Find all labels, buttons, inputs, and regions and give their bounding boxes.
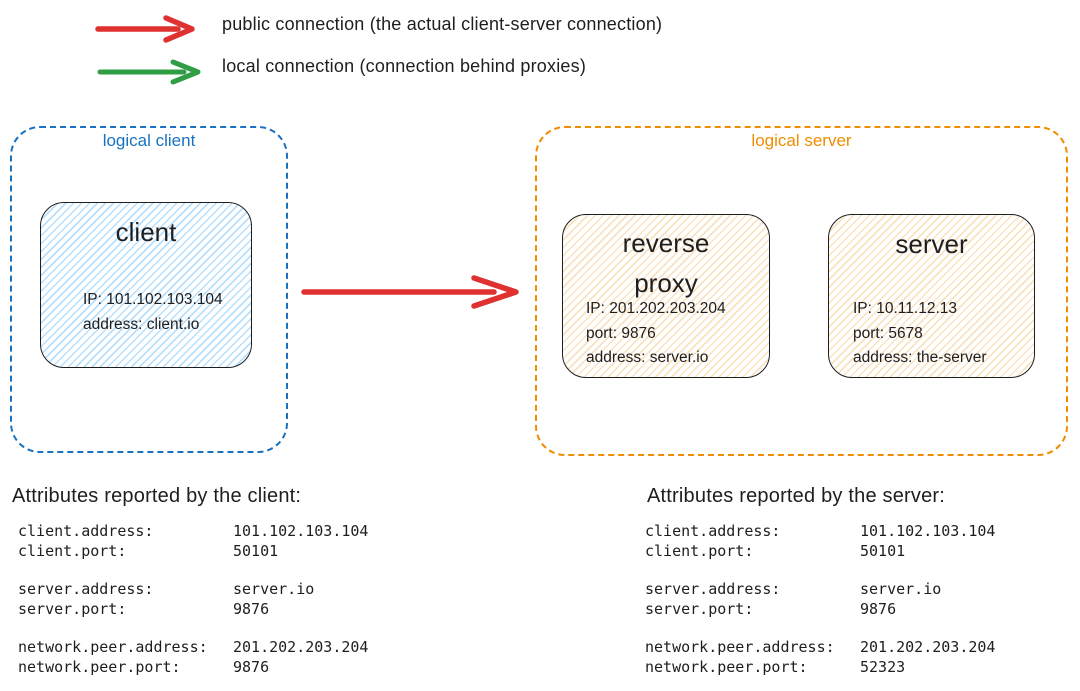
attr-key: network.peer.port: bbox=[645, 657, 808, 676]
client-to-proxy-arrow-icon bbox=[301, 275, 519, 309]
attr-value: 9876 bbox=[233, 599, 270, 618]
attr-row: network.peer.port: 52323 bbox=[645, 658, 995, 678]
logical-server-label: logical server bbox=[751, 131, 852, 150]
client-address-line: address: client.io bbox=[83, 316, 200, 333]
server-address-line: address: the-server bbox=[853, 349, 987, 366]
reverse-proxy-address-line: address: server.io bbox=[586, 349, 709, 366]
server-node-title: server bbox=[895, 229, 968, 259]
server-ip-line: IP: 10.11.12.13 bbox=[853, 300, 957, 317]
server-node: server IP: 10.11.12.13 port: 5678 addres… bbox=[828, 214, 1035, 378]
reverse-proxy-title-line1: reverse bbox=[622, 228, 710, 258]
reverse-proxy-title-line2: proxy bbox=[634, 268, 698, 298]
logical-server-boundary: logical server bbox=[535, 126, 1068, 456]
attr-key: client.port: bbox=[645, 541, 754, 560]
attr-value: server.io bbox=[233, 580, 315, 598]
attr-value: 201.202.203.204 bbox=[233, 638, 369, 656]
local-connection-arrow-icon bbox=[97, 59, 201, 85]
attr-row: server.port: 9876 bbox=[18, 600, 368, 620]
reverse-proxy-node: reverse proxy IP: 201.202.203.204 port: … bbox=[562, 214, 770, 378]
attr-value: 101.102.103.104 bbox=[860, 522, 996, 540]
attr-key: server.port: bbox=[645, 599, 754, 618]
server-attributes-table: client.address: 101.102.103.104 client.p… bbox=[645, 522, 995, 677]
logical-client-boundary: logical client bbox=[10, 126, 288, 453]
attr-key: network.peer.port: bbox=[18, 657, 181, 676]
client-node: client IP: 101.102.103.104 address: clie… bbox=[40, 202, 252, 368]
reverse-proxy-node-details: IP: 201.202.203.204 port: 9876 address: … bbox=[586, 297, 726, 371]
attr-row: client.address: 101.102.103.104 bbox=[645, 522, 995, 542]
attr-value: 50101 bbox=[860, 541, 906, 560]
attr-key: server.address: bbox=[645, 580, 781, 598]
reverse-proxy-ip-line: IP: 201.202.203.204 bbox=[586, 300, 726, 317]
logical-client-label: logical client bbox=[102, 131, 196, 150]
attr-value: server.io bbox=[860, 580, 942, 598]
server-attributes-heading: Attributes reported by the server: bbox=[647, 485, 946, 507]
client-ip-line: IP: 101.102.103.104 bbox=[83, 291, 223, 308]
legend-label-local: local connection (connection behind prox… bbox=[222, 56, 587, 76]
reverse-proxy-port-line: port: 9876 bbox=[586, 324, 656, 342]
public-connection-arrow-icon bbox=[95, 15, 195, 43]
attr-key: client.address: bbox=[645, 522, 781, 540]
attr-value: 201.202.203.204 bbox=[860, 638, 996, 656]
client-node-title: client bbox=[115, 217, 177, 247]
client-attributes-heading: Attributes reported by the client: bbox=[12, 485, 302, 507]
reverse-proxy-node-title: reverse proxy bbox=[563, 223, 769, 303]
attr-row: network.peer.address: 201.202.203.204 bbox=[645, 638, 995, 658]
server-node-details: IP: 10.11.12.13 port: 5678 address: the-… bbox=[853, 297, 987, 371]
attr-row: client.port: 50101 bbox=[18, 542, 368, 562]
attr-row: network.peer.port: 9876 bbox=[18, 658, 368, 678]
client-attributes-table: client.address: 101.102.103.104 client.p… bbox=[18, 522, 368, 677]
attr-key: network.peer.address: bbox=[645, 638, 835, 656]
attr-value: 101.102.103.104 bbox=[233, 522, 369, 540]
attr-row: network.peer.address: 201.202.203.204 bbox=[18, 638, 368, 658]
server-port-line: port: 5678 bbox=[853, 324, 923, 342]
attr-row: client.address: 101.102.103.104 bbox=[18, 522, 368, 542]
attr-row: server.address: server.io bbox=[18, 580, 368, 600]
legend-label-public: public connection (the actual client-ser… bbox=[222, 14, 663, 34]
attr-key: network.peer.address: bbox=[18, 638, 208, 656]
attr-key: server.port: bbox=[18, 599, 127, 618]
attr-row: server.port: 9876 bbox=[645, 600, 995, 620]
attr-row: client.port: 50101 bbox=[645, 542, 995, 562]
attr-value: 52323 bbox=[860, 657, 906, 676]
attr-key: client.address: bbox=[18, 522, 154, 540]
attr-key: client.port: bbox=[18, 541, 127, 560]
attr-value: 9876 bbox=[860, 599, 897, 618]
attr-key: server.address: bbox=[18, 580, 154, 598]
attr-value: 9876 bbox=[233, 657, 270, 676]
attr-value: 50101 bbox=[233, 541, 279, 560]
attr-row: server.address: server.io bbox=[645, 580, 995, 600]
client-node-details: IP: 101.102.103.104 address: client.io bbox=[83, 287, 223, 337]
